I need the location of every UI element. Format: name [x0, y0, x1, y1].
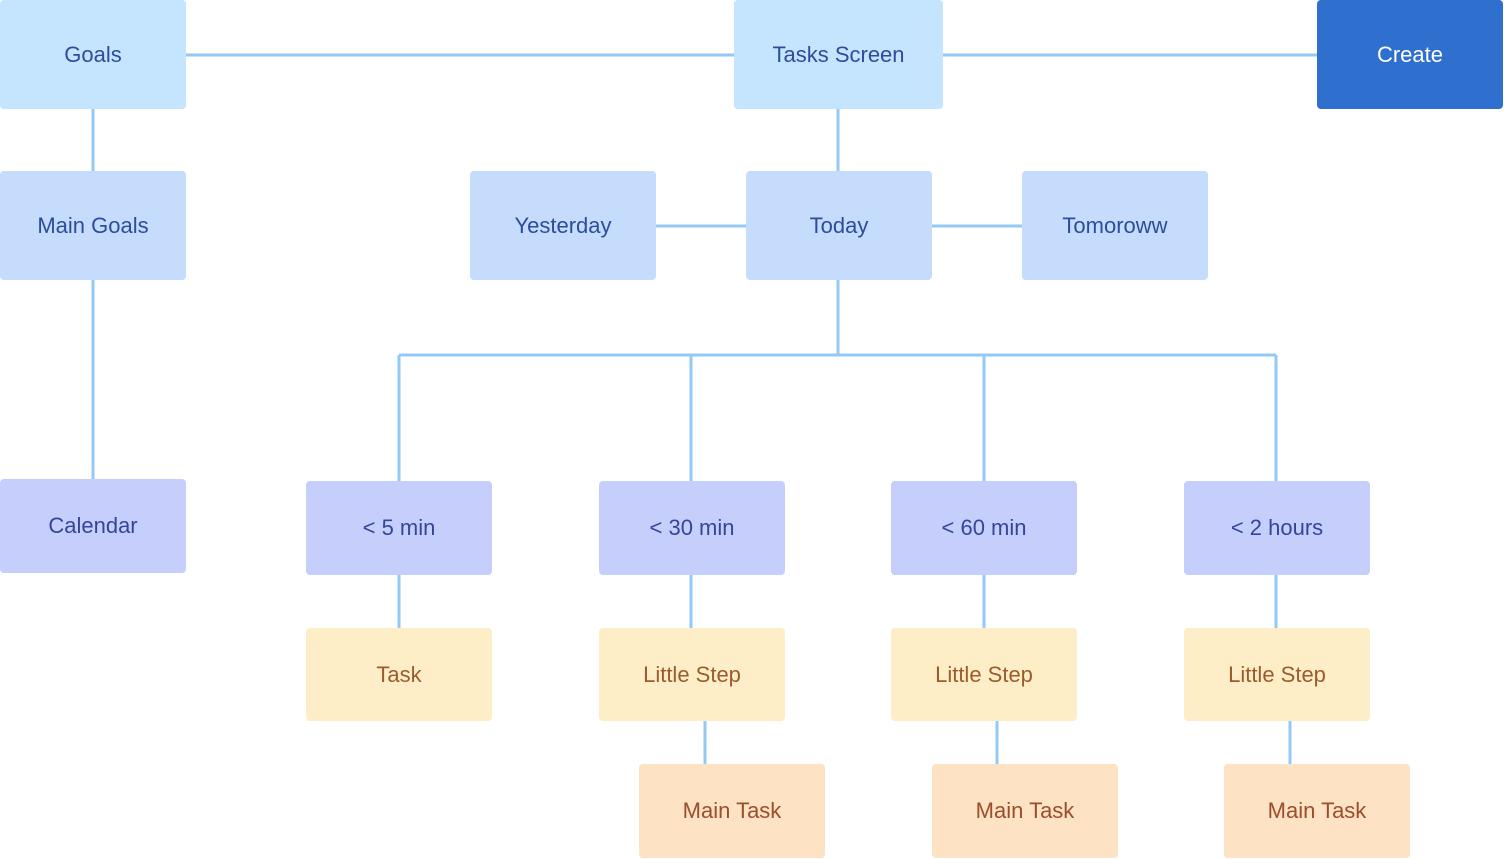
- create-button[interactable]: Create: [1317, 0, 1503, 109]
- task-node[interactable]: Task: [306, 628, 492, 721]
- main-task-60-node[interactable]: Main Task: [932, 764, 1118, 858]
- calendar-node[interactable]: Calendar: [0, 479, 186, 573]
- little-step-30-node[interactable]: Little Step: [599, 628, 785, 721]
- main-task-2h-node[interactable]: Main Task: [1224, 764, 1410, 858]
- little-step-60-node[interactable]: Little Step: [891, 628, 1077, 721]
- under-2-hours-node[interactable]: < 2 hours: [1184, 481, 1370, 575]
- under-60-min-node[interactable]: < 60 min: [891, 481, 1077, 575]
- today-node[interactable]: Today: [746, 171, 932, 280]
- main-goals-node[interactable]: Main Goals: [0, 171, 186, 280]
- little-step-2h-node[interactable]: Little Step: [1184, 628, 1370, 721]
- under-5-min-node[interactable]: < 5 min: [306, 481, 492, 575]
- yesterday-node[interactable]: Yesterday: [470, 171, 656, 280]
- tasks-screen-node[interactable]: Tasks Screen: [734, 0, 943, 109]
- main-task-30-node[interactable]: Main Task: [639, 764, 825, 858]
- goals-node[interactable]: Goals: [0, 0, 186, 109]
- under-30-min-node[interactable]: < 30 min: [599, 481, 785, 575]
- tomorrow-node[interactable]: Tomoroww: [1022, 171, 1208, 280]
